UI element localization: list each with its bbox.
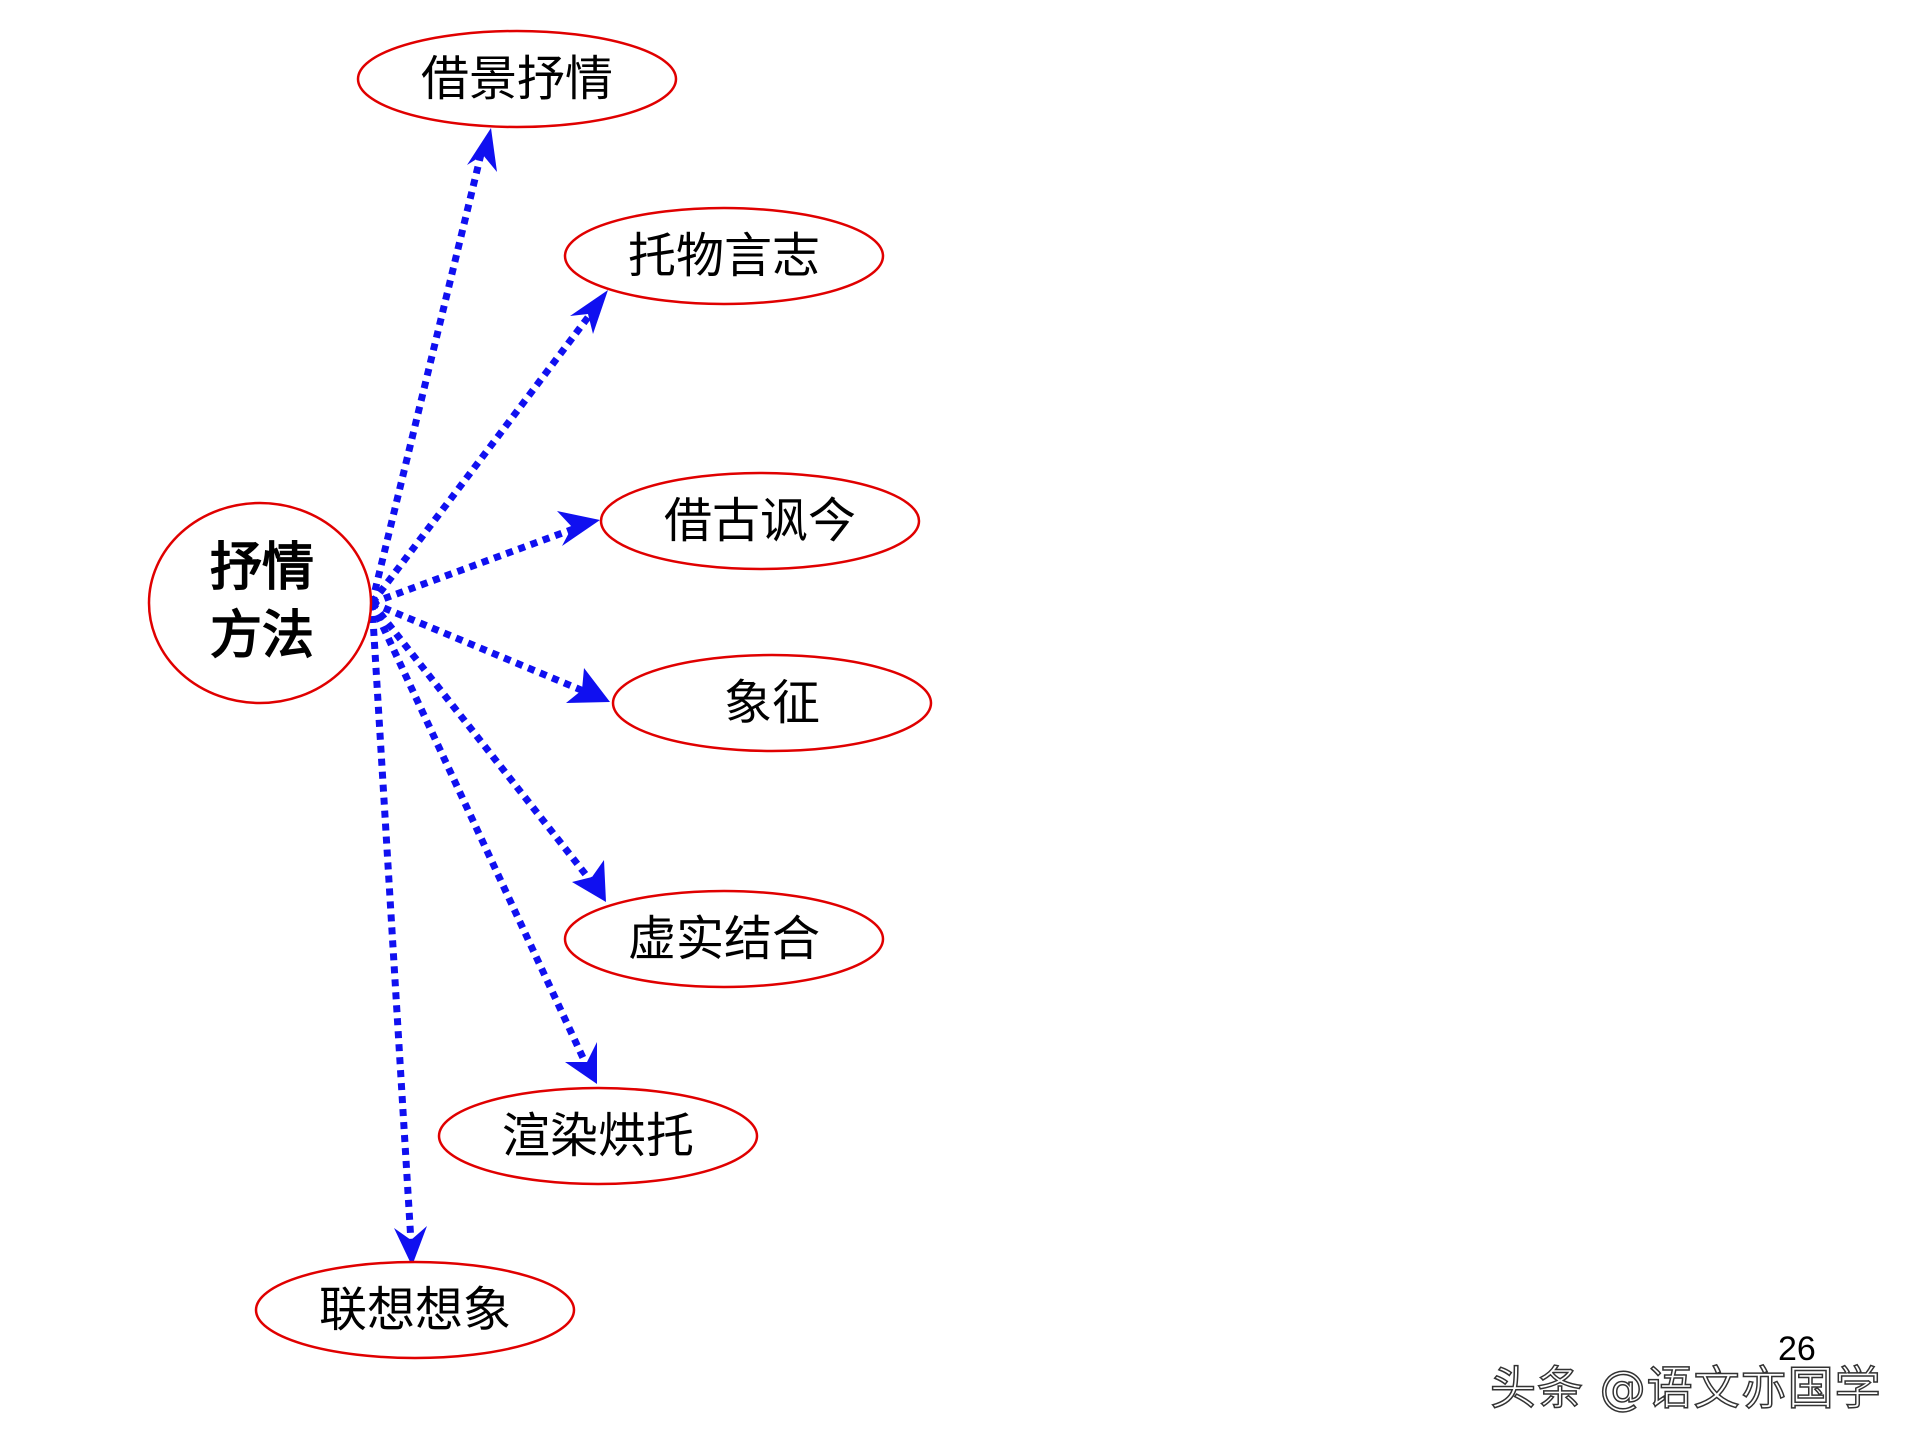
arrowhead-象征 [566, 668, 610, 703]
node-label: 渲染烘托 [502, 1108, 694, 1164]
arrowhead-渲染烘托 [565, 1042, 597, 1084]
node-渲染烘托: 渲染烘托 [437, 1086, 759, 1186]
arrow-to-渲染烘托 [368, 601, 588, 1062]
node-label: 象征 [724, 675, 820, 731]
node-联想想象: 联想想象 [254, 1260, 576, 1360]
arrow-to-借景抒情 [368, 149, 486, 604]
node-label: 借古讽今 [664, 493, 856, 549]
node-ellipse [437, 1086, 759, 1186]
node-ellipse [563, 889, 885, 989]
node-象征: 象征 [611, 653, 933, 753]
node-借景抒情: 借景抒情 [356, 29, 678, 129]
center-label-line2: 方法 [210, 606, 314, 666]
watermark-text: 头条 @语文亦国学 [1489, 1360, 1882, 1416]
arrow-to-托物言志 [369, 309, 595, 606]
center-node: 抒情 方法 [147, 501, 373, 705]
arrowhead-借景抒情 [467, 128, 497, 172]
center-label-line1: 抒情 [210, 538, 314, 598]
node-借古讽今: 借古讽今 [599, 471, 921, 571]
page-number: 26 [1778, 1330, 1816, 1368]
node-虚实结合: 虚实结合 [563, 889, 885, 989]
arrow-to-联想想象 [368, 602, 415, 1243]
arrowhead-联想想象 [394, 1226, 427, 1266]
arrowhead-虚实结合 [572, 860, 606, 902]
node-label: 虚实结合 [628, 911, 820, 967]
node-ellipse [611, 653, 933, 753]
arrow-to-借古讽今 [370, 524, 578, 607]
arrowhead-借古讽今 [557, 511, 600, 546]
node-ellipse [599, 471, 921, 571]
node-ellipse [254, 1260, 576, 1360]
arrow-to-虚实结合 [369, 600, 593, 883]
node-ellipse [563, 206, 885, 306]
node-托物言志: 托物言志 [563, 206, 885, 306]
center-ellipse [147, 501, 373, 705]
arrowhead-托物言志 [570, 290, 608, 334]
node-label: 联想想象 [319, 1282, 511, 1338]
node-label: 托物言志 [628, 228, 820, 284]
node-ellipse [356, 29, 678, 129]
node-label: 借景抒情 [421, 51, 613, 107]
arrows [368, 128, 610, 1266]
